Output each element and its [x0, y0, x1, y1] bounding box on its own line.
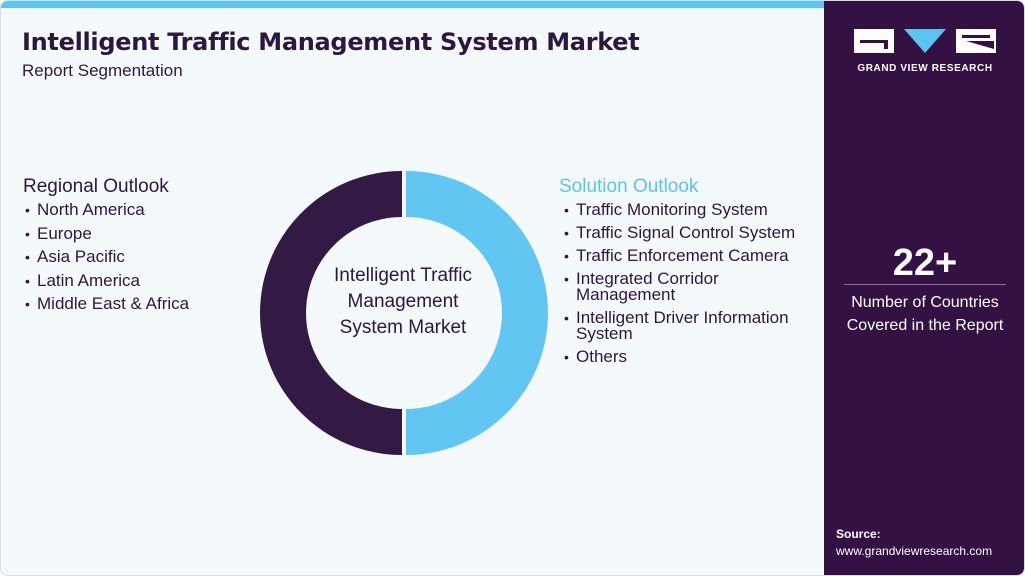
source-label: Source:	[836, 527, 881, 541]
list-item: Asia Pacific	[23, 248, 189, 265]
top-accent-bar	[1, 1, 824, 8]
donut-segment-right	[406, 171, 548, 455]
list-item: Europe	[23, 225, 189, 242]
logo-brand-text: GRAND VIEW RESEARCH	[857, 63, 992, 74]
regional-outlook-heading: Regional Outlook	[23, 176, 169, 197]
donut-segment-left	[260, 171, 402, 455]
stat-divider	[844, 284, 1006, 285]
list-item-text: Integrated Corridor Management	[576, 269, 719, 304]
list-item-text: Intelligent Driver Information System	[576, 308, 789, 343]
solution-outlook-list: Traffic Monitoring System Traffic Signal…	[562, 201, 816, 372]
sidebar-panel: GRAND VIEW RESEARCH 22+ Number of Countr…	[824, 1, 1024, 575]
list-item: Latin America	[23, 272, 189, 289]
list-item: Traffic Enforcement Camera	[562, 247, 816, 264]
stat-number: 22+	[892, 242, 958, 284]
segmentation-donut	[260, 171, 548, 455]
page-subtitle: Report Segmentation	[22, 61, 183, 80]
grand-view-research-logo: GRAND VIEW RESEARCH	[854, 29, 996, 74]
list-item: Traffic Signal Control System	[562, 224, 816, 241]
list-item: Intelligent Driver Information System	[562, 308, 816, 343]
stat-label: Number of Countries Covered in the Repor…	[846, 294, 1004, 334]
list-item: Traffic Monitoring System	[562, 201, 816, 218]
donut-center-label: Intelligent Traffic Management System Ma…	[333, 265, 472, 338]
list-item: Middle East & Africa	[23, 295, 189, 312]
page-title: Intelligent Traffic Management System Ma…	[22, 28, 640, 56]
list-item: North America	[23, 201, 189, 218]
list-item: Integrated Corridor Management	[562, 269, 816, 304]
source-url: www.grandviewresearch.com	[836, 544, 993, 558]
solution-outlook-heading: Solution Outlook	[559, 176, 699, 197]
list-item: Others	[562, 348, 816, 365]
regional-outlook-list: North America Europe Asia Pacific Latin …	[23, 201, 189, 320]
